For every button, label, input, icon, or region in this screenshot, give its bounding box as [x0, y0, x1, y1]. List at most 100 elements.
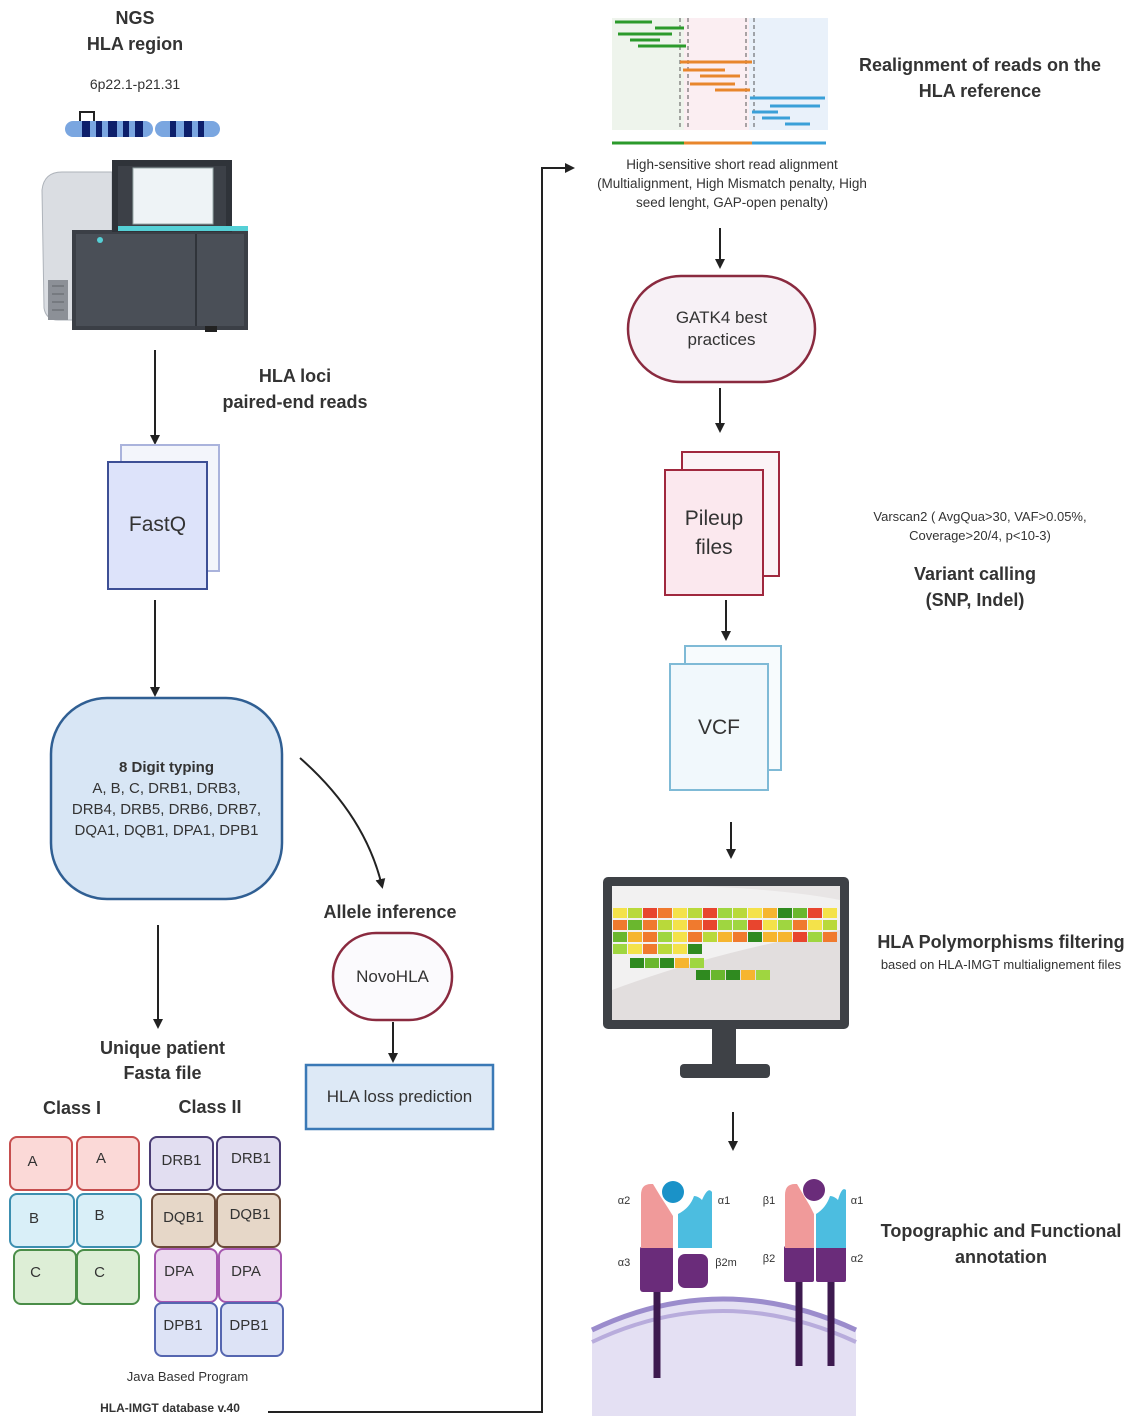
heatmap-cell: [823, 932, 837, 942]
heatmap-cell: [643, 908, 657, 918]
mhc1-a2-label: α2: [617, 1195, 631, 1207]
mhc-class2-icon: [784, 1179, 846, 1366]
varscan-line2: Coverage>20/4, p<10-3): [909, 528, 1051, 543]
typing-line2: DRB4, DRB5, DRB6, DRB7,: [71, 801, 262, 818]
gatk-line2: practices: [687, 330, 756, 349]
ngs-subtitle: HLA region: [86, 34, 184, 54]
cell-membrane-icon: [590, 1296, 858, 1416]
heatmap-cell: [808, 908, 822, 918]
heatmap-cell: [718, 932, 732, 942]
heatmap-cell: [645, 958, 659, 968]
heatmap-cell: [628, 944, 642, 954]
mhc1-b2m-label: β2m: [715, 1257, 737, 1269]
heatmap-cell: [628, 932, 642, 942]
alignment-line2: (Multialignment, High Mismatch penalty, …: [597, 176, 867, 191]
fasta-line1: Unique patient: [100, 1038, 225, 1058]
novohla-box: [331, 931, 454, 1022]
pileup-line2: files: [695, 536, 733, 559]
heatmap-cell: [658, 908, 672, 918]
typing-box: [49, 696, 284, 901]
heatmap-cell: [823, 908, 837, 918]
heatmap-cell: [696, 970, 710, 980]
variant-line2: (SNP, Indel): [925, 590, 1025, 610]
heatmap-cell: [613, 932, 627, 942]
vcf-file-icon: [669, 645, 782, 791]
fastq-label: FastQ: [128, 513, 187, 536]
heatmap-cell: [733, 920, 747, 930]
poly-sub: based on HLA-IMGT multialignement files: [880, 957, 1122, 972]
ngs-title: NGS: [115, 8, 155, 28]
heatmap-cell: [748, 908, 762, 918]
heatmap-cell: [643, 920, 657, 930]
class2-cell: DPB1: [163, 1317, 203, 1334]
hla-loci-line2: paired-end reads: [222, 392, 368, 412]
heatmap-cell: [703, 932, 717, 942]
class2-cell: DRB1: [230, 1150, 271, 1167]
topo-line2: annotation: [955, 1247, 1047, 1267]
heatmap-cell: [823, 920, 837, 930]
heatmap-cell: [673, 932, 687, 942]
heatmap-cell: [690, 958, 704, 968]
heatmap-cell: [778, 920, 792, 930]
connector-arrow: [268, 163, 575, 1413]
class2-cell: DRB1: [161, 1152, 202, 1169]
heatmap-cell: [673, 920, 687, 930]
java-label: Java Based Program: [126, 1369, 249, 1384]
heatmap-cell: [613, 908, 627, 918]
vcf-label: VCF: [698, 716, 740, 739]
mhc2-b2-label: β2: [762, 1253, 776, 1265]
gatk-line1: GATK4 best: [675, 308, 768, 327]
heatmap-cell: [673, 944, 687, 954]
class1-cell: C: [30, 1264, 41, 1281]
locus-label: 6p22.1-p21.31: [89, 76, 181, 92]
class1-cell: B: [94, 1207, 105, 1224]
class2-cell: DQB1: [163, 1209, 204, 1226]
heatmap-cell: [658, 944, 672, 954]
pileup-line1: Pileup: [684, 507, 744, 530]
alignment-line3: seed lenght, GAP-open penalty): [635, 195, 829, 210]
typing-line3: DQA1, DQB1, DPA1, DPB1: [74, 822, 259, 839]
heatmap-cell: [688, 944, 702, 954]
gatk-box: [626, 274, 817, 384]
heatmap-cell: [675, 958, 689, 968]
class1-grid: [9, 1136, 142, 1305]
typing-title: 8 Digit typing: [119, 759, 214, 776]
class2-cell: DQB1: [229, 1206, 271, 1223]
heatmap-cell: [763, 932, 777, 942]
heatmap-cell: [733, 932, 747, 942]
heatmap-cell: [688, 932, 702, 942]
class2-title: Class II: [178, 1097, 242, 1117]
pileup-file-icon: [664, 451, 780, 596]
mhc1-a3-label: α3: [617, 1257, 631, 1269]
heatmap-cell: [733, 908, 747, 918]
chromosome-icon: [65, 111, 220, 137]
heatmap-cell: [613, 944, 627, 954]
heatmap-cell: [688, 908, 702, 918]
alignment-graphic: [612, 18, 828, 145]
heatmap-cell: [718, 920, 732, 930]
heatmap-cell: [703, 908, 717, 918]
mhc2-a1-label: α1: [850, 1195, 864, 1207]
heatmap-cell: [793, 932, 807, 942]
heatmap-cell: [748, 920, 762, 930]
heatmap-cell: [643, 932, 657, 942]
heatmap-cell: [741, 970, 755, 980]
heatmap-cell: [660, 958, 674, 968]
novohla-label: NovoHLA: [356, 967, 429, 986]
poly-title: HLA Polymorphisms filtering: [877, 932, 1125, 952]
variant-line1: Variant calling: [913, 564, 1037, 584]
hla-loci-line1: HLA loci: [258, 366, 332, 386]
monitor-icon: [603, 877, 849, 1078]
heatmap-cell: [793, 920, 807, 930]
heatmap-cell: [726, 970, 740, 980]
class1-cell: C: [94, 1264, 105, 1281]
mhc1-a1-label: α1: [717, 1195, 731, 1207]
allele-title: Allele inference: [323, 902, 457, 922]
class1-cell: A: [27, 1153, 38, 1170]
heatmap-cell: [808, 920, 822, 930]
varscan-line1: Varscan2 ( AvgQua>30, VAF>0.05%,: [873, 509, 1087, 524]
heatmap-cell: [711, 970, 725, 980]
heatmap-cell: [703, 920, 717, 930]
heatmap-cell: [756, 970, 770, 980]
hla-loss-label: HLA loss prediction: [326, 1087, 473, 1106]
